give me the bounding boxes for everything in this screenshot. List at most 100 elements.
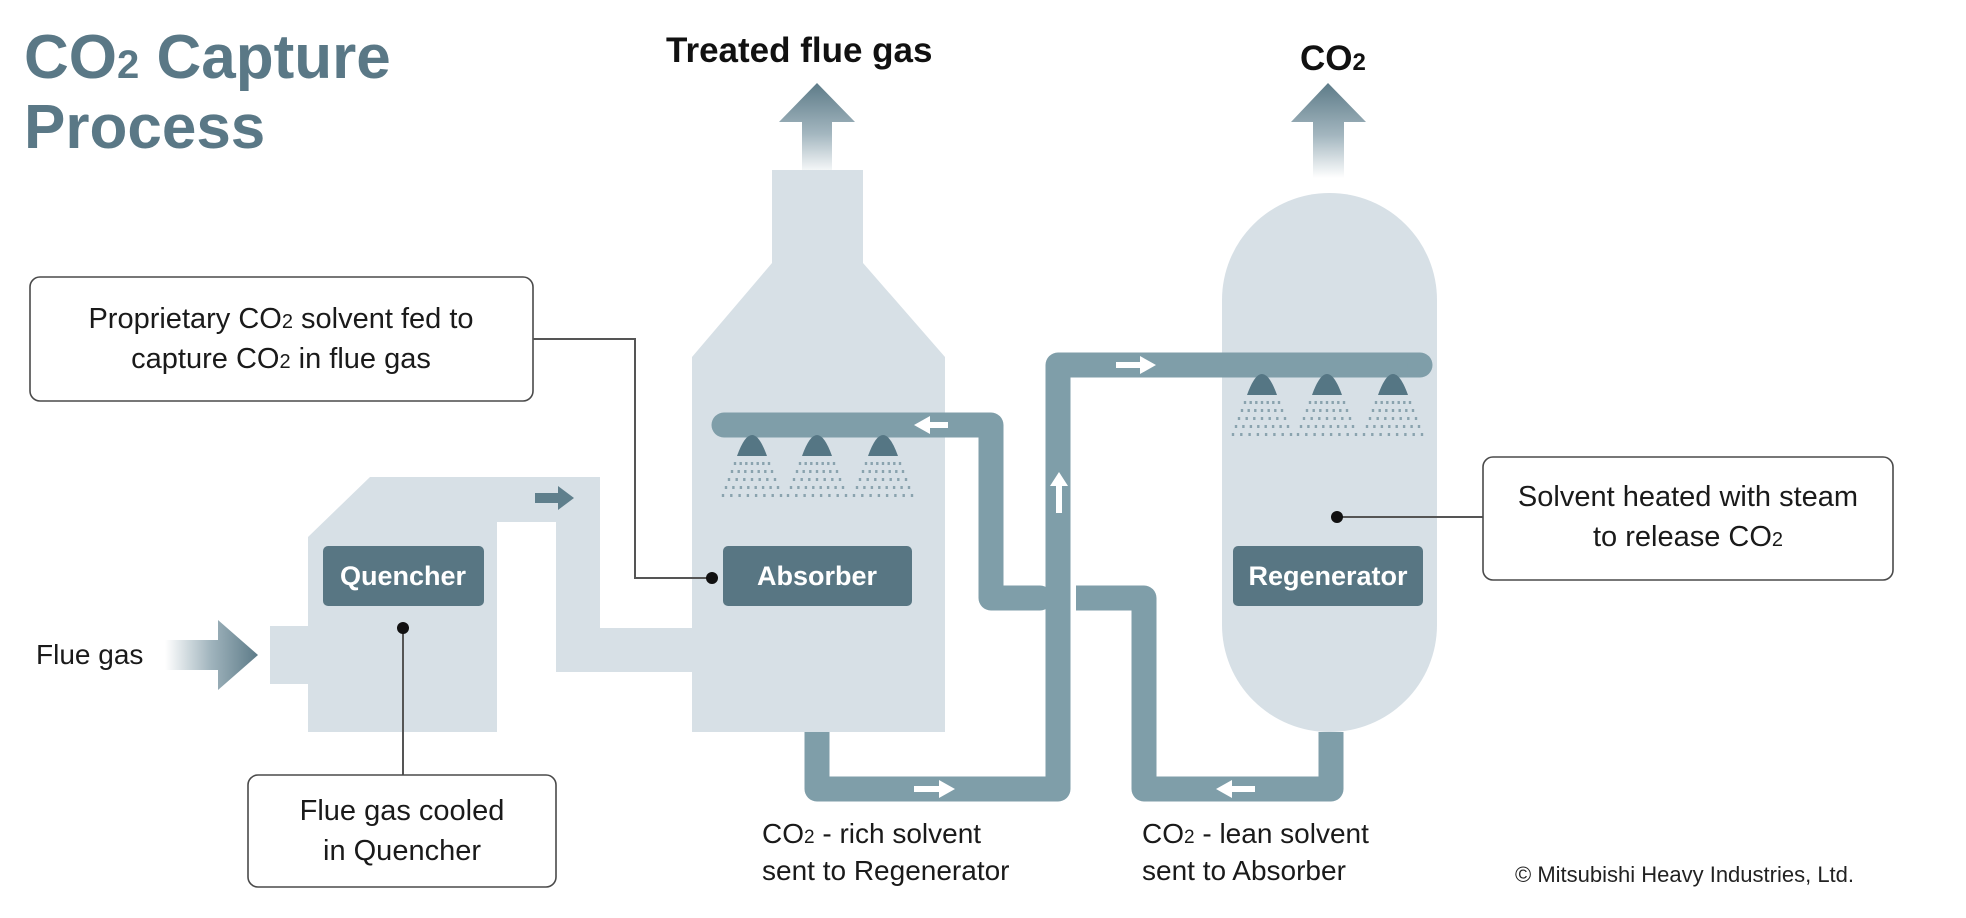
spray-droplet	[1272, 401, 1275, 404]
spray-nozzle-icon	[1312, 374, 1342, 395]
spray-droplet	[1391, 401, 1395, 404]
spray-droplet	[1379, 433, 1382, 436]
spray-droplet	[828, 494, 831, 497]
spray-droplet	[1411, 409, 1415, 412]
spray-droplet	[730, 470, 734, 473]
spray-droplets	[1231, 401, 1424, 436]
spray-nozzle-icon	[1247, 374, 1277, 395]
regenerator-spray-nozzles	[1231, 374, 1424, 436]
svg-text:Flue gas cooled: Flue gas cooled	[300, 795, 505, 827]
spray-droplet	[832, 462, 836, 465]
spray-droplet	[1314, 401, 1317, 404]
spray-droplet	[1253, 417, 1256, 420]
spray-droplet	[874, 478, 877, 481]
spray-nozzle-icon	[802, 435, 832, 456]
spray-droplet	[1273, 433, 1276, 436]
spray-nozzle-icon	[868, 435, 898, 456]
quencher-tag: Quencher	[323, 546, 484, 606]
spray-droplet	[771, 494, 774, 497]
spray-droplet	[1384, 417, 1387, 420]
spray-droplet	[855, 486, 859, 489]
spray-droplet	[1341, 417, 1344, 420]
spray-droplet	[1319, 409, 1322, 412]
spray-droplet	[1405, 409, 1408, 412]
spray-droplet	[1276, 417, 1279, 420]
spray-droplet	[1399, 417, 1402, 420]
spray-droplet	[770, 470, 774, 473]
spray-droplet	[835, 470, 839, 473]
spray-droplet	[1247, 409, 1250, 412]
spray-droplet	[1260, 417, 1264, 420]
absorber-header-pipe	[711, 412, 1053, 611]
spray-droplet	[1266, 401, 1269, 404]
spray-droplet	[861, 494, 864, 497]
spray-droplet	[852, 494, 856, 497]
spray-droplet	[841, 486, 845, 489]
spray-droplet	[1354, 433, 1358, 436]
svg-text:to release CO2: to release CO2	[1593, 521, 1783, 553]
spray-droplet	[877, 494, 881, 497]
spray-droplet	[1283, 417, 1287, 420]
spray-droplet	[758, 478, 761, 481]
spray-droplet	[838, 478, 842, 481]
callout-quencher-cooled: Flue gas cooled in Quencher	[247, 622, 557, 888]
spray-droplet	[1240, 433, 1243, 436]
spray-droplet	[875, 470, 878, 473]
spray-droplet	[1242, 425, 1245, 428]
spray-droplet	[1371, 433, 1374, 436]
treated-gas-up-arrow-icon	[779, 83, 855, 175]
spray-droplet	[750, 462, 754, 465]
spray-droplet	[1391, 409, 1395, 412]
spray-droplet	[1339, 409, 1342, 412]
spray-droplet	[1314, 425, 1318, 428]
spray-droplet	[821, 462, 824, 465]
rich-solvent-description: CO2 - rich solvent sent to Regenerator	[762, 818, 1010, 886]
spray-droplet	[1374, 401, 1378, 404]
spray-droplet	[757, 470, 760, 473]
lean-solvent-description: CO2 - lean solvent sent to Absorber	[1142, 818, 1369, 886]
page-title-line2: Process	[24, 93, 265, 162]
spray-droplet	[1280, 409, 1284, 412]
flue-gas-label: Flue gas	[36, 639, 143, 670]
spray-droplet	[815, 478, 819, 481]
spray-droplet	[1231, 433, 1235, 436]
svg-text:Proprietary CO2 solvent fed to: Proprietary CO2 solvent fed to	[88, 303, 473, 335]
svg-text:CO2 - lean solvent: CO2 - lean solvent	[1142, 818, 1369, 849]
spray-droplet	[761, 486, 765, 489]
spray-droplet	[1388, 425, 1391, 428]
spray-droplet	[1345, 409, 1349, 412]
lean-solvent-pipe	[1076, 585, 1344, 802]
spray-droplet	[881, 462, 885, 465]
spray-droplet	[1386, 401, 1389, 404]
spray-droplet	[764, 470, 767, 473]
leader-dot	[706, 572, 718, 584]
spray-droplet	[1260, 401, 1264, 404]
spray-droplet	[1404, 433, 1407, 436]
flow-arrow-up-icon	[1050, 472, 1068, 513]
spray-droplet	[745, 462, 748, 465]
spray-droplet	[1371, 409, 1375, 412]
spray-droplet	[754, 486, 757, 489]
spray-droplet	[1313, 433, 1316, 436]
spray-droplet	[809, 470, 812, 473]
regenerator-vessel	[1222, 192, 1437, 732]
spray-droplet	[808, 478, 811, 481]
spray-droplet	[1395, 425, 1398, 428]
spray-droplet	[1248, 433, 1251, 436]
spray-droplet	[750, 470, 754, 473]
spray-droplet	[1336, 425, 1340, 428]
spray-droplet	[1249, 425, 1253, 428]
spray-droplet	[861, 470, 865, 473]
spray-droplet	[894, 494, 897, 497]
spray-droplet	[735, 478, 738, 481]
spray-droplet	[1312, 409, 1315, 412]
spray-droplet	[902, 494, 905, 497]
spray-droplet	[803, 494, 806, 497]
rich-solvent-pipe	[804, 352, 1420, 802]
spray-droplets	[721, 462, 914, 497]
spray-droplet	[1408, 401, 1412, 404]
spray-droplet	[727, 478, 731, 481]
spray-droplet	[1321, 433, 1325, 436]
spray-droplet	[858, 478, 862, 481]
spray-droplet	[1254, 409, 1257, 412]
